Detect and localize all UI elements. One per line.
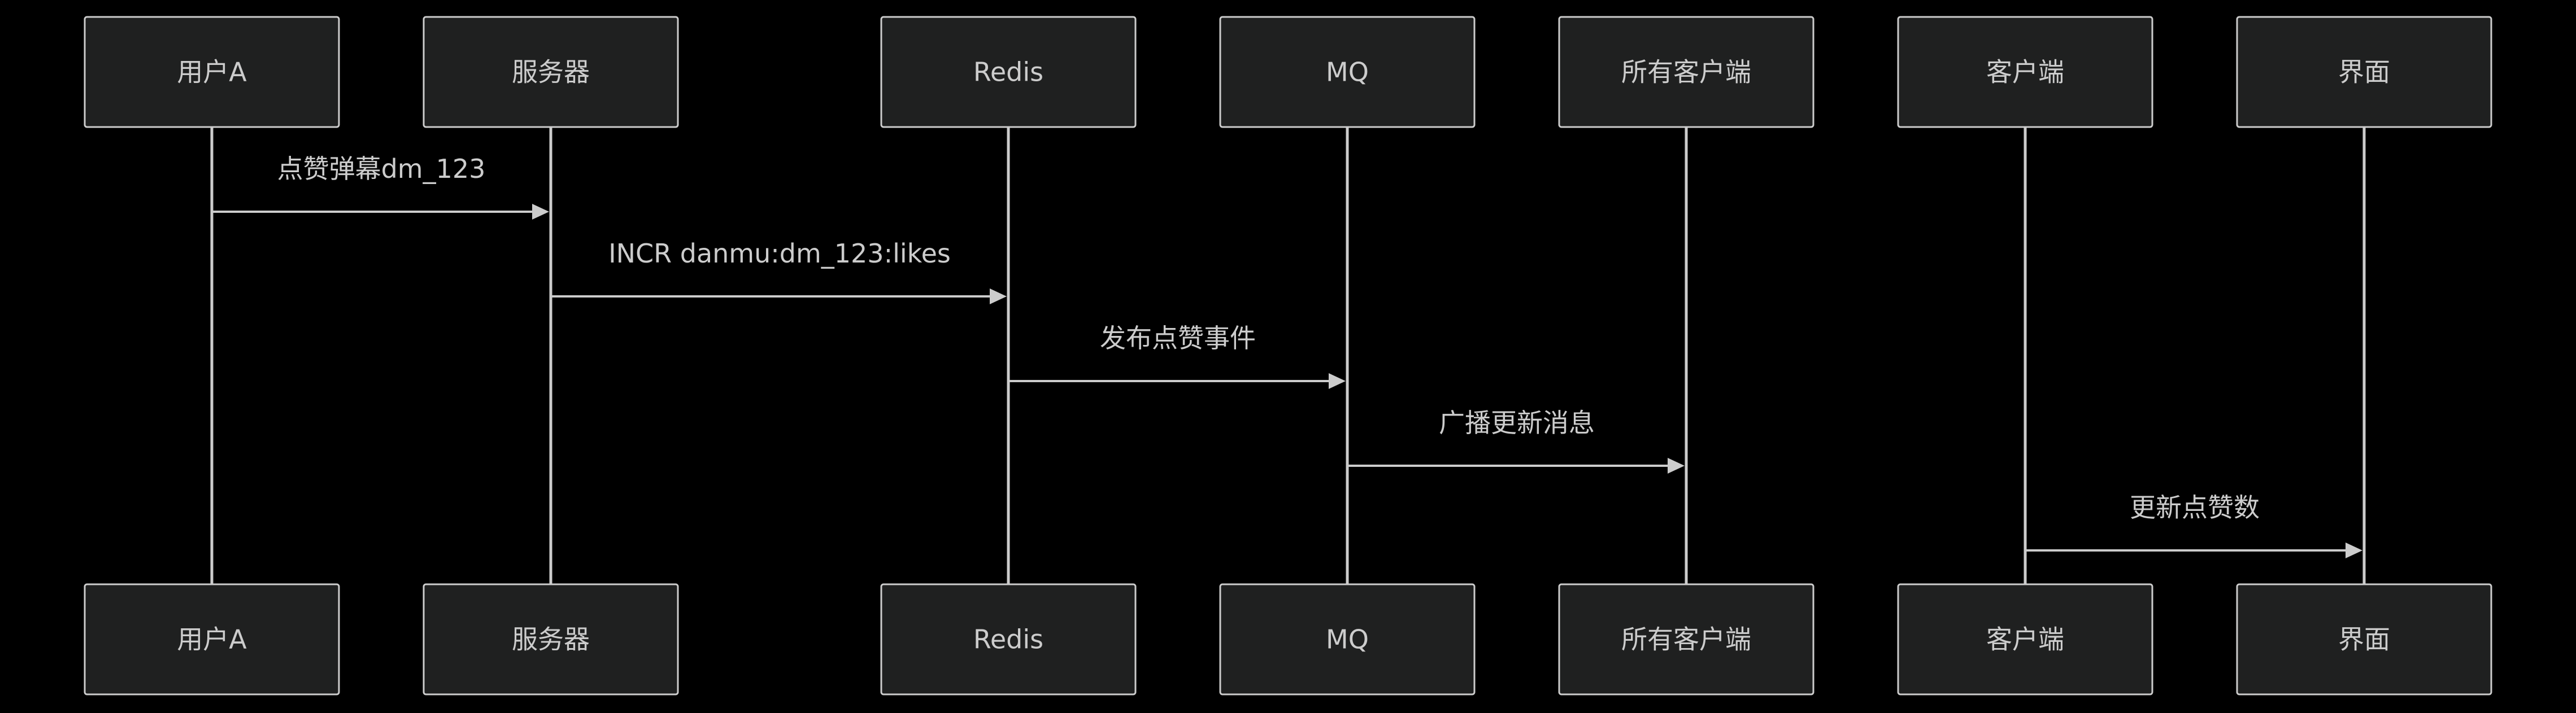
participant-box-userA-bottom: 用户A (84, 583, 340, 695)
participant-label: 所有客户端 (1621, 624, 1751, 655)
participant-box-frame (2236, 16, 2492, 128)
participant-box-frame (1558, 16, 1814, 128)
participant-box-ui-top: 界面 (2236, 16, 2492, 128)
participant-label: 用户A (177, 57, 247, 88)
participant-box-ui-bottom: 界面 (2236, 583, 2492, 695)
participant-label: 服务器 (512, 624, 590, 655)
participant-box-frame (1219, 583, 1476, 695)
message-client-to-ui: 更新点赞数 (2025, 492, 2362, 558)
participant-label: MQ (1326, 624, 1369, 655)
participant-label: 用户A (177, 624, 247, 655)
participant-box-client-bottom: 客户端 (1897, 583, 2153, 695)
participant-box-frame (880, 16, 1137, 128)
message-label: 更新点赞数 (2130, 492, 2260, 523)
participant-box-frame (1219, 16, 1476, 128)
arrowhead-icon (2346, 543, 2362, 558)
bottom-participant-row: 用户A 服务器 Redis MQ 所有客户端 客户端 界面 (84, 583, 2492, 695)
arrowhead-icon (532, 204, 549, 220)
participant-box-mq-bottom: MQ (1219, 583, 1476, 695)
arrowhead-icon (1329, 373, 1346, 389)
participant-box-server-top: 服务器 (423, 16, 679, 128)
message-label: 点赞弹幕dm_123 (277, 154, 486, 184)
message-label: INCR danmu:dm_123:likes (608, 238, 951, 269)
participant-label: 客户端 (1986, 57, 2064, 88)
participant-box-allClients-top: 所有客户端 (1558, 16, 1814, 128)
participant-label: MQ (1326, 57, 1369, 88)
participant-box-frame (84, 16, 340, 128)
participant-box-redis-top: Redis (880, 16, 1137, 128)
message-label: 广播更新消息 (1439, 408, 1595, 438)
message-label: 发布点赞事件 (1100, 323, 1256, 353)
arrowhead-icon (1668, 458, 1685, 474)
participant-box-server-bottom: 服务器 (423, 583, 679, 695)
participant-box-mq-top: MQ (1219, 16, 1476, 128)
participant-box-frame (880, 583, 1137, 695)
participant-label: 界面 (2338, 624, 2390, 655)
message-redis-to-mq: 发布点赞事件 (1008, 323, 1346, 389)
participant-label: 客户端 (1986, 624, 2064, 655)
message-userA-to-server: 点赞弹幕dm_123 (212, 154, 549, 220)
participant-box-frame (423, 583, 679, 695)
participant-box-frame (84, 583, 340, 695)
message-server-to-redis: INCR danmu:dm_123:likes (551, 238, 1007, 304)
participant-box-allClients-bottom: 所有客户端 (1558, 583, 1814, 695)
participant-box-redis-bottom: Redis (880, 583, 1137, 695)
participant-box-frame (423, 16, 679, 128)
participant-box-frame (1897, 16, 2153, 128)
lifelines-group (210, 127, 2366, 584)
participant-label: Redis (973, 57, 1043, 88)
message-mq-to-allClients: 广播更新消息 (1347, 408, 1685, 474)
participant-label: 所有客户端 (1621, 57, 1751, 88)
participant-label: 界面 (2338, 57, 2390, 88)
participant-box-client-top: 客户端 (1897, 16, 2153, 128)
participant-box-frame (1558, 583, 1814, 695)
participant-label: 服务器 (512, 57, 590, 88)
top-participant-row: 用户A 服务器 Redis MQ 所有客户端 客户端 界面 (84, 16, 2492, 128)
participant-box-frame (1897, 583, 2153, 695)
participant-label: Redis (973, 624, 1043, 655)
arrowhead-icon (990, 288, 1007, 304)
participant-box-frame (2236, 583, 2492, 695)
participant-box-userA-top: 用户A (84, 16, 340, 128)
